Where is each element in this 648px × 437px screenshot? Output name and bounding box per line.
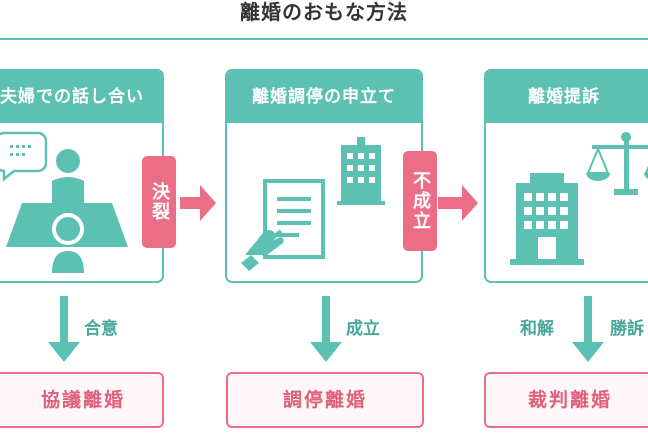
down-arrow-icon [572, 296, 604, 362]
step-header-discussion: 夫婦での話し合い [0, 71, 162, 123]
down-arrow-icon [48, 296, 80, 362]
success-label-mediation: 成立 [346, 319, 380, 339]
fail-label-discussion: 決裂 [142, 156, 176, 248]
courthouse-scales-icon [510, 132, 648, 265]
step-card-lawsuit: 離婚提訴 [484, 69, 648, 283]
settlement-label-lawsuit: 和解 [520, 319, 554, 339]
step-illustration-mediation [227, 123, 421, 281]
step-illustration-lawsuit [486, 123, 648, 281]
title-divider [0, 38, 648, 40]
step-illustration-discussion [0, 123, 162, 281]
result-box-judicial-divorce: 裁判離婚 [484, 372, 648, 428]
down-arrow-icon [310, 296, 342, 362]
people-talking-icon [0, 131, 128, 273]
page-title: 離婚のおもな方法 [240, 0, 408, 24]
step-card-discussion: 夫婦での話し合い [0, 69, 164, 283]
right-arrow-icon [438, 185, 478, 221]
step-header-mediation: 離婚調停の申立て [227, 71, 421, 123]
step-header-lawsuit: 離婚提訴 [486, 71, 648, 123]
victory-label-lawsuit: 勝訴 [610, 319, 644, 339]
result-box-consensual-divorce: 協議離婚 [0, 372, 164, 428]
result-box-mediated-divorce: 調停離婚 [226, 372, 424, 428]
fail-label-mediation: 不成立 [403, 151, 437, 251]
step-card-mediation: 離婚調停の申立て [225, 69, 423, 283]
right-arrow-icon [180, 185, 216, 221]
document-building-icon [241, 137, 385, 271]
success-label-discussion: 合意 [84, 319, 118, 339]
